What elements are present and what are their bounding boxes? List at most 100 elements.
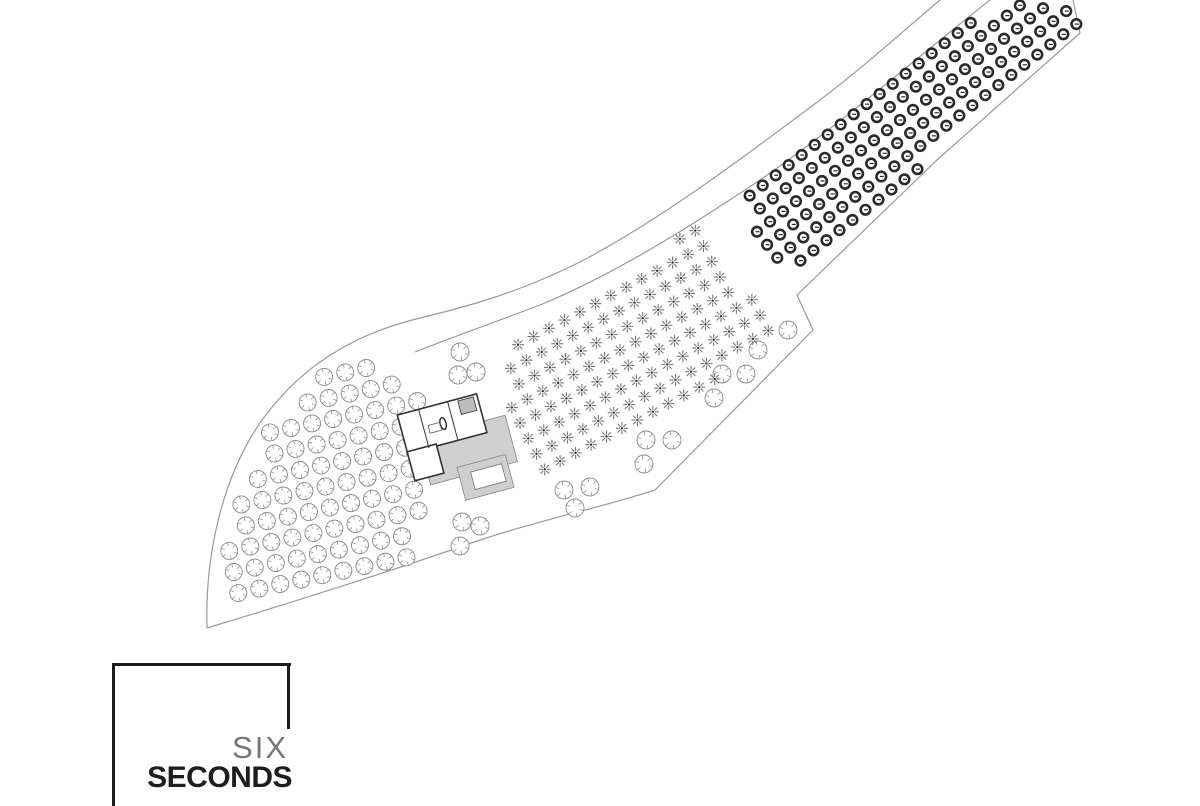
tree-icon [387,396,406,415]
tree-icon [715,349,728,362]
tree-icon [802,185,816,198]
tree-icon [220,542,239,560]
tree-icon [669,373,682,386]
tree-icon [927,129,940,142]
tree-icon [865,157,878,170]
tree-icon [643,288,656,301]
tree-icon [621,320,634,333]
tree-icon [794,254,807,267]
tree-icon [636,312,649,325]
tree-icon [896,90,909,103]
tree-icon [520,354,533,367]
tree-icon [628,296,641,309]
site-boundary [206,0,1081,629]
tree-icon [634,454,654,474]
house-wing [406,443,445,482]
tree-icon [662,430,682,450]
tree-icon [303,414,322,433]
tree-icon [513,377,526,390]
tree-icon [307,435,326,454]
tree-icon [582,321,595,334]
tree-icon [232,495,251,514]
tree-icon [645,366,658,379]
orchard-trees [504,224,775,476]
tree-icon [286,440,305,458]
tree-icon [857,121,870,134]
tree-icon [514,416,527,429]
tree-icon [409,501,428,520]
tree-icon [224,563,243,581]
tree-icon [748,340,768,360]
tree-icon [630,374,643,387]
tree-icon [1057,28,1070,41]
tree-icon [292,570,311,589]
tree-icon [336,363,355,382]
tree-icon [839,177,852,190]
tree-icon [743,189,756,202]
tree-icon [535,345,548,358]
tree-icon [340,384,359,403]
tree-icon [945,73,959,86]
tree-icon [342,494,360,513]
tree-icon [559,353,572,366]
tree-icon [674,272,687,285]
tree-icon [859,203,872,216]
tree-icon [363,489,381,508]
tree-icon [552,376,565,389]
tree-icon [693,381,706,394]
tree-icon [553,415,566,428]
tree-icon [731,341,744,354]
tree-icon [911,163,924,176]
tree-icon [792,172,805,185]
tree-icon [636,430,656,450]
tree-icon [470,516,490,536]
tree-icon [675,311,688,324]
tree-icon [315,367,334,386]
tree-icon [384,485,403,504]
tree-icon [638,390,651,403]
tree-icon [909,80,922,93]
tree-icon [872,193,885,206]
tree-icon [337,473,356,492]
tree-icon [355,557,374,576]
tree-icon [325,519,344,538]
tree-icon [598,352,611,365]
tree-icon [308,545,327,564]
tree-icon [646,405,659,418]
tree-icon [698,279,711,292]
tree-icon [379,464,398,483]
tree-icon [1070,18,1083,31]
tree-icon [375,443,394,462]
tree-icon [606,367,619,380]
tree-icon [969,76,982,89]
tree-icon [1008,45,1021,58]
tree-icon [346,515,365,534]
tree-icon [789,195,803,208]
tree-icon [529,408,542,421]
tree-icon [995,55,1008,68]
tree-icon [328,431,347,449]
tree-icon [622,359,635,372]
tree-icon [554,455,567,468]
tree-icon [614,383,627,396]
tree-icon [700,357,713,370]
six-seconds-logo: SIX SECONDS [112,663,292,806]
tree-icon [600,430,613,443]
tree-icon [575,384,588,397]
tree-icon [354,447,373,466]
tree-icon [397,548,416,567]
olive-grove-trees [743,0,1083,267]
tree-icon [826,187,839,201]
tree-icon [862,180,875,193]
tree-icon [333,452,352,471]
tree-icon [313,566,332,585]
tree-icon [682,248,695,261]
tree-icon [673,232,686,245]
tree-icon [705,255,718,268]
tree-icon [278,507,297,526]
tree-icon [810,221,823,234]
logo-frame [112,663,291,806]
tree-icon [754,309,767,322]
tree-icon [1005,68,1018,81]
